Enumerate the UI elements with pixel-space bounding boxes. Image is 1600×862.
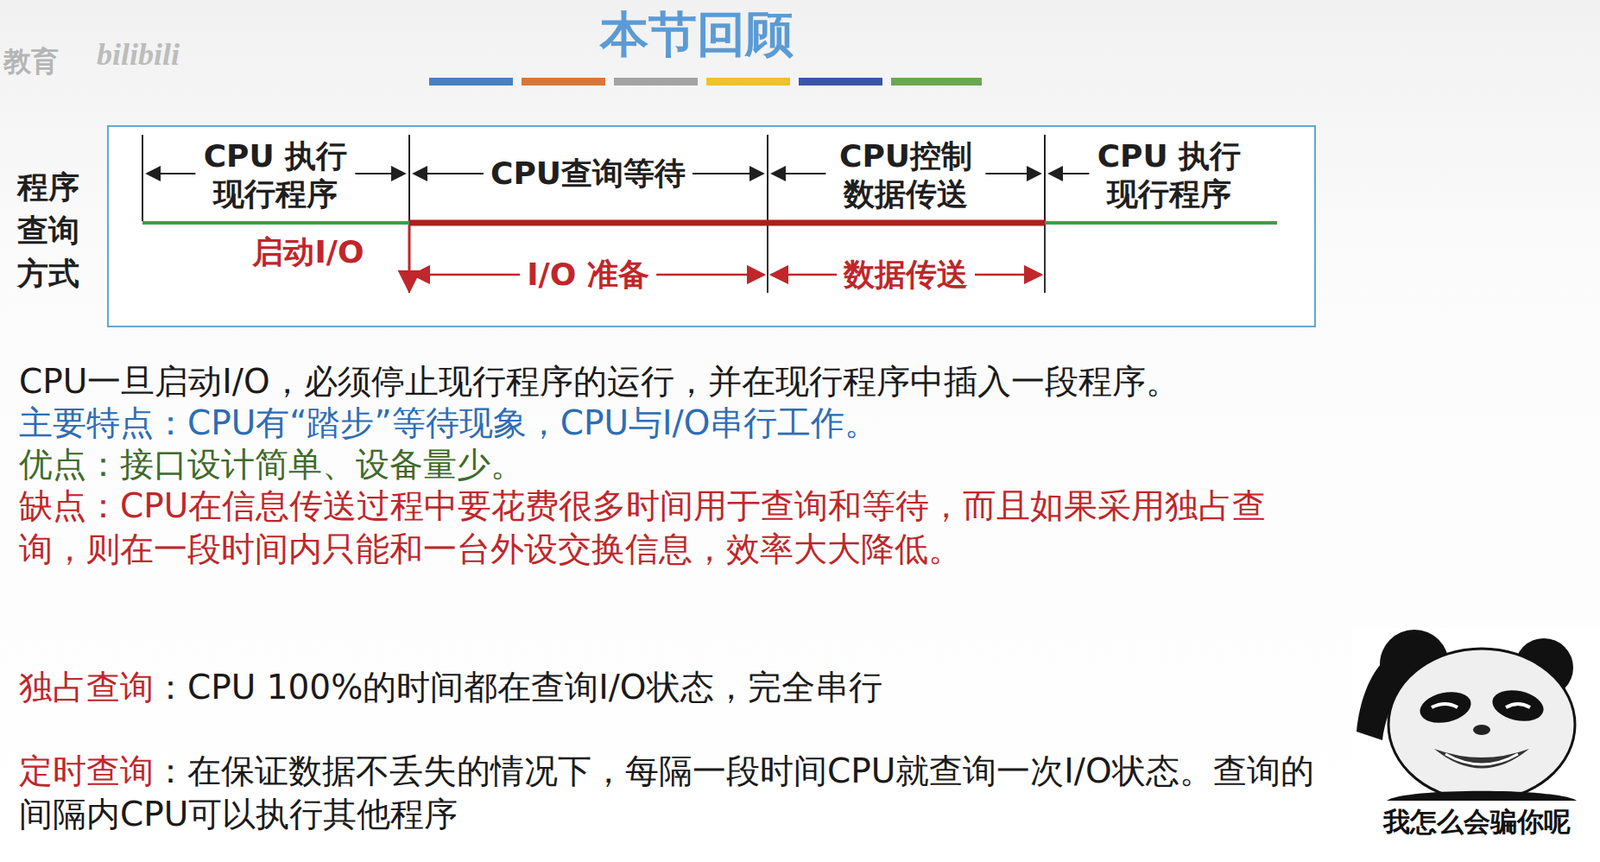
term-text: ：在保证数据不丢失的情况下，每隔一段时间CPU就查询一次I/O状态。查询的间隔内… <box>18 751 1315 834</box>
advantage-text: 优点：接口设计简单、设备量少。 <box>18 442 525 487</box>
feature-text: 主要特点：CPU有“踏步”等待现象，CPU与I/O串行工作。 <box>18 401 879 445</box>
term-text: ：CPU 100%的时间都在查询I/O状态，完全串行 <box>153 667 883 707</box>
panda-meme-picture <box>1352 627 1600 801</box>
tick-line <box>408 224 411 293</box>
slide-title: 本节回顾 <box>600 2 794 69</box>
term-label: 定时查询 <box>18 751 154 791</box>
tick-line <box>766 134 769 222</box>
watermark: bilibili <box>96 32 180 76</box>
phase-label: CPU查询等待 <box>483 154 693 193</box>
watermark: 教育 <box>3 39 59 83</box>
start-io-arrow <box>408 225 412 291</box>
cpu-run-line <box>142 221 410 225</box>
body-text: CPU一旦启动I/O，必须停止现行程序的运行，并在现行程序中插入一段程序。 <box>18 360 1180 404</box>
paragraph: 定时查询：在保证数据不丢失的情况下，每隔一段时间CPU就查询一次I/O状态。查询… <box>18 749 1315 836</box>
paragraph: 独占查询：CPU 100%的时间都在查询I/O状态，完全串行 <box>18 665 1367 709</box>
title-color-bars <box>0 0 1600 104</box>
phase-label: CPU 执行 现行程序 <box>1088 137 1249 214</box>
tick-line <box>408 134 411 222</box>
cpu-run-line <box>1044 221 1278 225</box>
tick-line <box>1043 224 1046 293</box>
phase-label: CPU 执行 现行程序 <box>195 137 355 214</box>
tick-line <box>766 224 769 293</box>
method-heading: 程序查询方式 <box>17 165 83 296</box>
io-label: 启动I/O <box>245 233 371 272</box>
tick-line <box>1043 134 1046 222</box>
term-label: 独占查询 <box>18 667 154 707</box>
io-label: 数据传送 <box>836 255 975 294</box>
timing-frame: 程序查询方式CPU 执行 现行程序CPU查询等待CPU控制 数据传送CPU 执行… <box>107 125 1316 328</box>
tick-line <box>141 134 144 222</box>
phase-label: CPU控制 数据传送 <box>825 137 986 214</box>
meme-caption: 我怎么会骗你呢 <box>1383 799 1571 843</box>
io-label: I/O 准备 <box>519 255 657 294</box>
io-busy-line <box>409 220 1045 227</box>
drawback-text: 缺点：CPU在信息传送过程中要花费很多时间用于查询和等待，而且如果采用独占查询，… <box>18 484 1310 571</box>
